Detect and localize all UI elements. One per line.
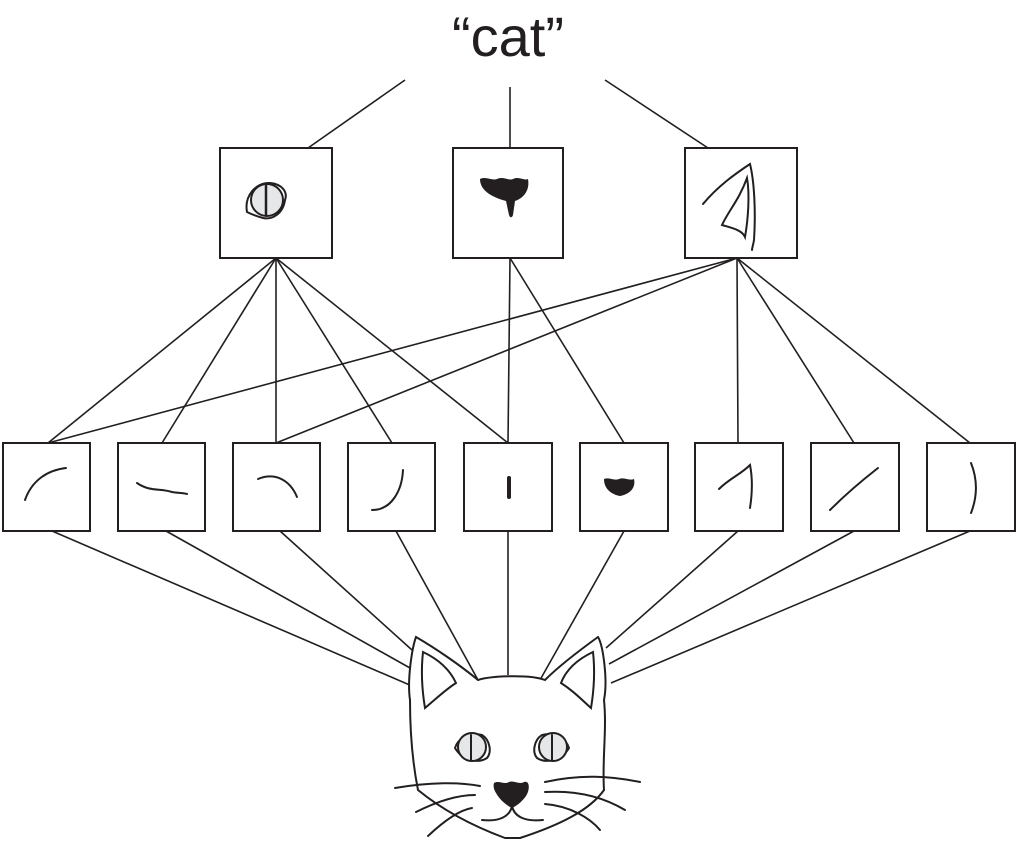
feature-box-slit [463,442,553,532]
connections-top [307,79,709,149]
feature-box-vertical-curve [926,442,1016,532]
feature-box-diagonal [810,442,900,532]
feature-box-arc [2,442,91,532]
ear-feature-box [684,147,798,259]
output-label: “cat” [452,5,564,68]
feature-box-nose [579,442,669,532]
feature-box-arch [232,442,321,532]
connections-middle [47,257,971,444]
eye-feature-box [219,147,333,259]
cat-face-input [394,635,641,839]
feature-box-hook [347,442,436,532]
connections-bottom [51,530,971,687]
feature-box-wave [117,442,206,532]
nose-feature-box [452,147,564,259]
low-feature-boxes [2,442,1016,532]
feature-box-ear-tip [694,442,784,532]
